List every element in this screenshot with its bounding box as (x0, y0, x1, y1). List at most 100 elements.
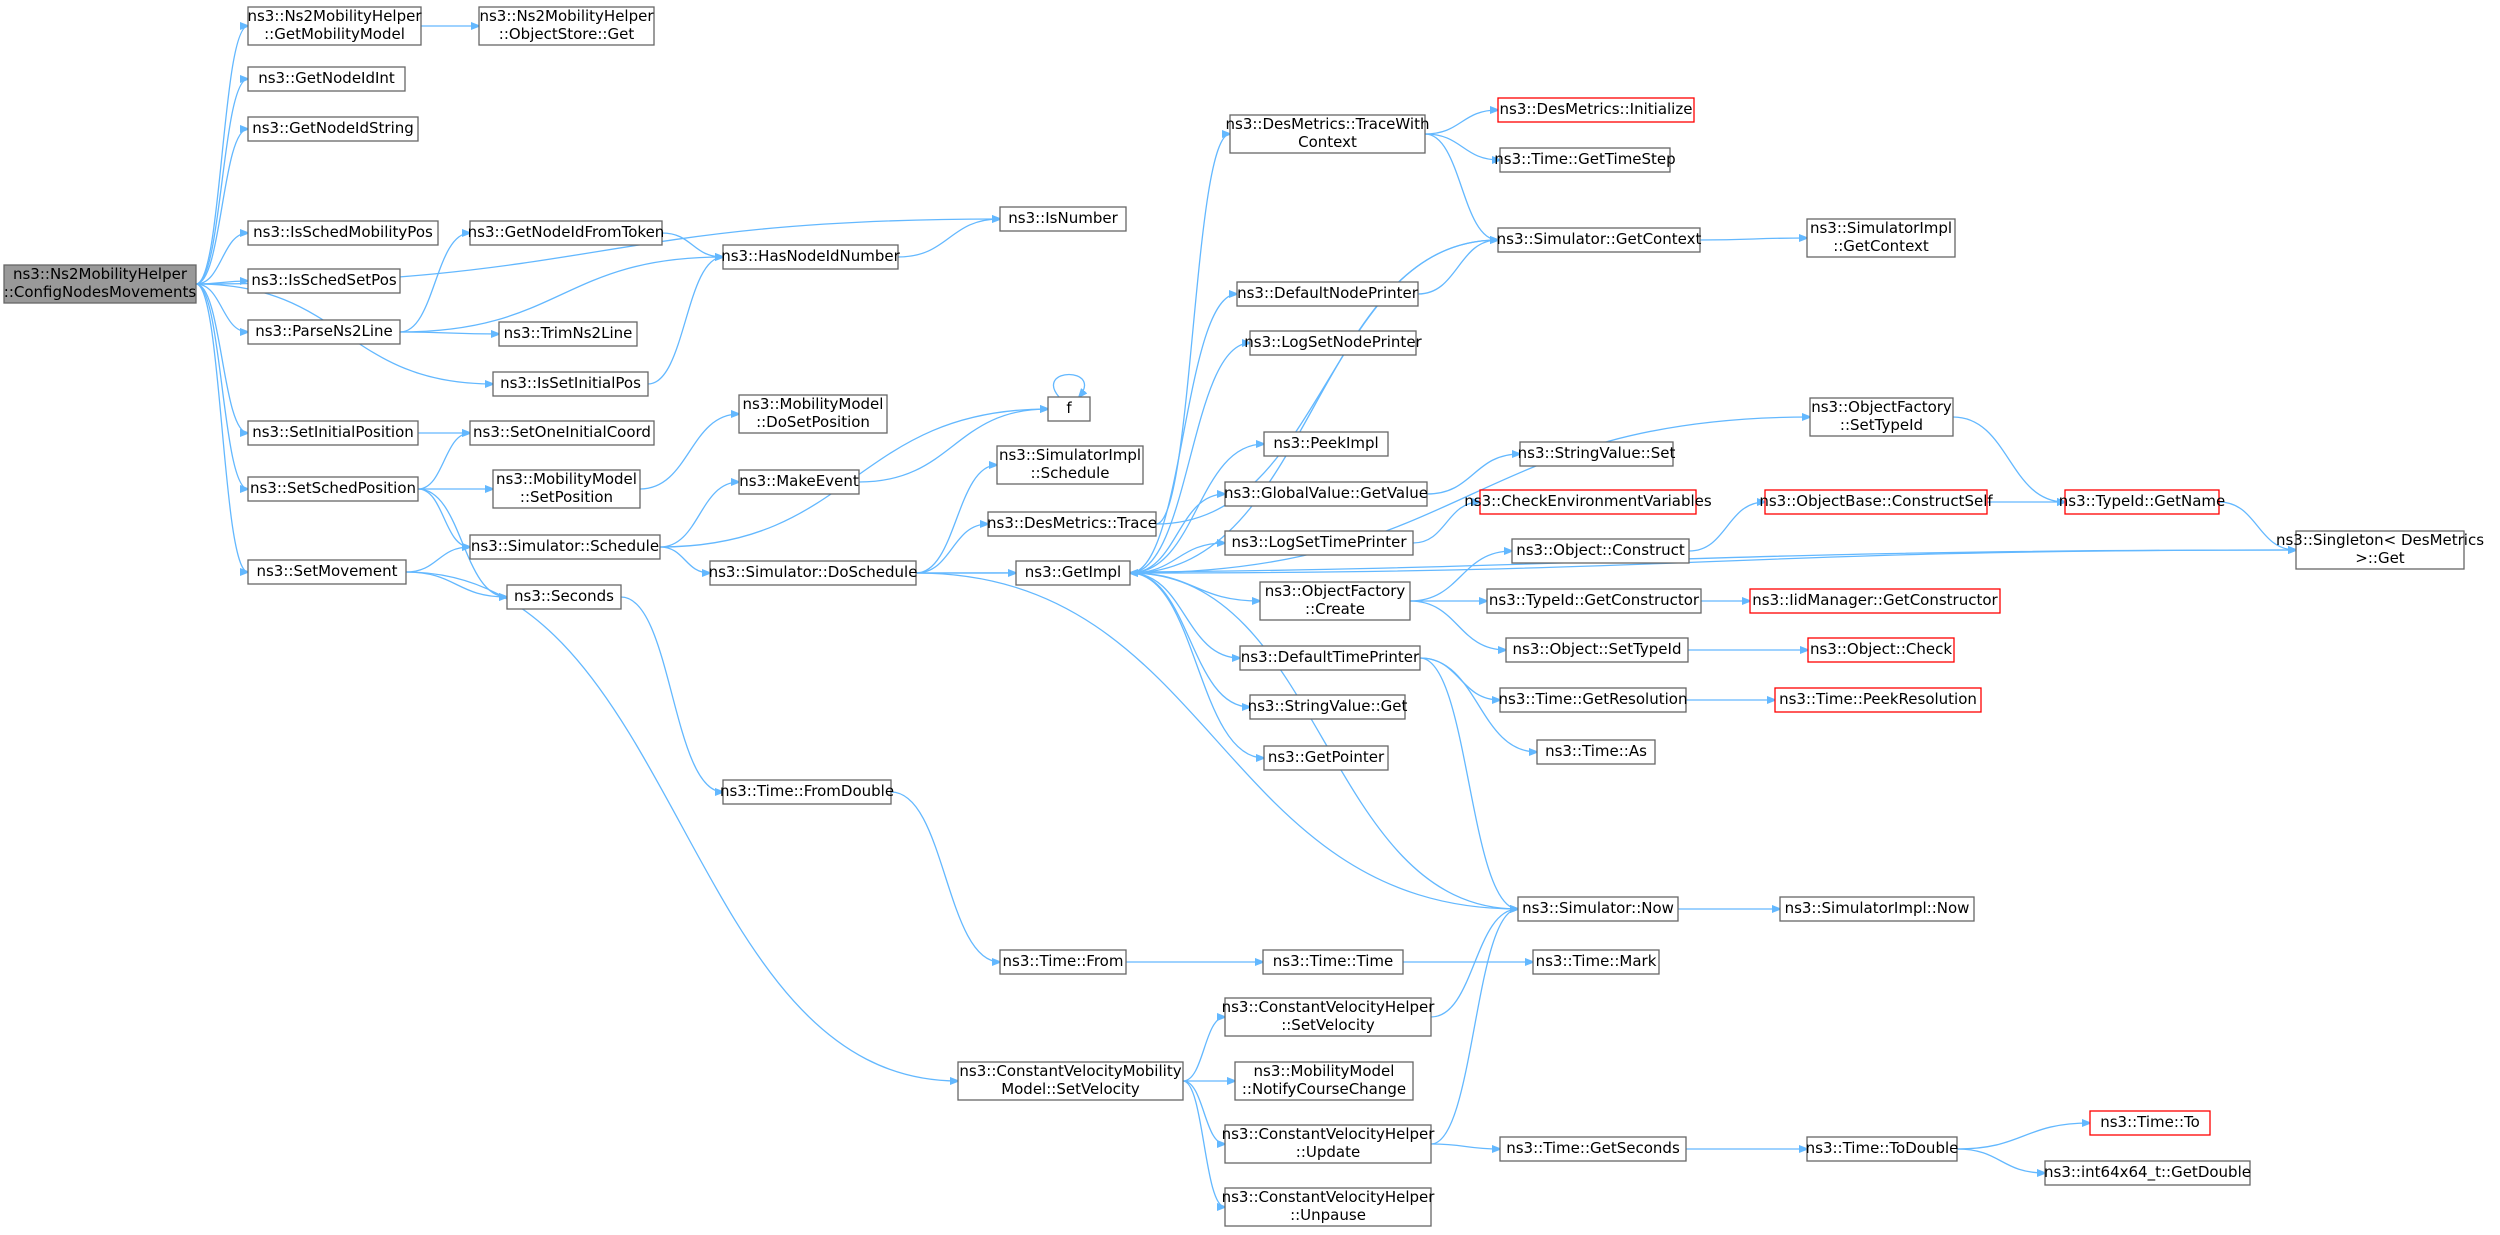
node-label: ns3::Time::PeekResolution (1779, 690, 1977, 708)
node-simImplSchedule[interactable]: ns3::SimulatorImpl::Schedule (996, 445, 1144, 485)
node-setOneInitialCoord[interactable]: ns3::SetOneInitialCoord (469, 420, 655, 446)
node-isSchedSetPos[interactable]: ns3::IsSchedSetPos (247, 268, 401, 294)
node-box (999, 949, 1127, 975)
node-getMobilityModel[interactable]: ns3::Ns2MobilityHelper::GetMobilityModel (247, 6, 422, 46)
node-timePeekResolution[interactable]: ns3::Time::PeekResolution (1774, 687, 1982, 713)
node-trimNs2Line[interactable]: ns3::TrimNs2Line (498, 321, 638, 347)
node-label: ::SetPosition (520, 488, 613, 506)
node-timeMark[interactable]: ns3::Time::Mark (1532, 949, 1660, 975)
node-cvhUnpause[interactable]: ns3::ConstantVelocityHelper::Unpause (1222, 1187, 1436, 1227)
node-timeTo[interactable]: ns3::Time::To (2089, 1110, 2211, 1136)
node-mmNotifyCourseChange[interactable]: ns3::MobilityModel::NotifyCourseChange (1234, 1061, 1414, 1101)
node-f[interactable]: f (1047, 396, 1091, 422)
node-seconds[interactable]: ns3::Seconds (506, 584, 622, 610)
node-logSetNodePrinter[interactable]: ns3::LogSetNodePrinter (1244, 330, 1423, 356)
node-root[interactable]: ns3::Ns2MobilityHelper::ConfigNodesMovem… (3, 264, 197, 304)
node-stringValueSet[interactable]: ns3::StringValue::Set (1518, 441, 1676, 467)
node-defaultTimePrinter[interactable]: ns3::DefaultTimePrinter (1239, 645, 1421, 671)
node-desInitialize[interactable]: ns3::DesMetrics::Initialize (1497, 97, 1695, 123)
node-isSetInitialPos[interactable]: ns3::IsSetInitialPos (492, 371, 649, 397)
node-desMetricsTrace[interactable]: ns3::DesMetrics::Trace (987, 511, 1157, 537)
node-timeAs[interactable]: ns3::Time::As (1536, 739, 1656, 765)
node-setInitialPosition[interactable]: ns3::SetInitialPosition (247, 420, 419, 446)
node-logSetTimePrinter[interactable]: ns3::LogSetTimePrinter (1224, 530, 1414, 556)
node-getPointer[interactable]: ns3::GetPointer (1263, 745, 1389, 771)
node-timeGetResolution[interactable]: ns3::Time::GetResolution (1499, 687, 1688, 713)
node-iidManagerGetConstructor[interactable]: ns3::IidManager::GetConstructor (1749, 588, 2001, 614)
node-timeToDouble[interactable]: ns3::Time::ToDouble (1806, 1136, 1959, 1162)
node-box (2089, 1110, 2211, 1136)
node-setSchedPosition[interactable]: ns3::SetSchedPosition (247, 476, 419, 502)
node-isSchedMobilityPos[interactable]: ns3::IsSchedMobilityPos (247, 220, 439, 246)
node-label: ns3::Time::Time (1273, 952, 1394, 970)
node-box (478, 6, 655, 46)
node-simImplNow[interactable]: ns3::SimulatorImpl::Now (1779, 896, 1975, 922)
node-peekImpl[interactable]: ns3::PeekImpl (1263, 431, 1389, 457)
edge-simNow-to-getImpl (1130, 573, 1519, 910)
node-cvhUpdate[interactable]: ns3::ConstantVelocityHelper::Update (1222, 1124, 1436, 1164)
node-objConstruct[interactable]: ns3::Object::Construct (1511, 538, 1690, 564)
node-simGetContext[interactable]: ns3::Simulator::GetContext (1497, 227, 1702, 253)
node-mmSetPosition[interactable]: ns3::MobilityModel::SetPosition (492, 469, 641, 509)
node-label: ::Create (1305, 600, 1365, 618)
node-simDoSchedule[interactable]: ns3::Simulator::DoSchedule (709, 560, 918, 586)
node-cvhSetVelocity[interactable]: ns3::ConstantVelocityHelper::SetVelocity (1222, 997, 1436, 1037)
node-getImpl[interactable]: ns3::GetImpl (1015, 560, 1131, 586)
node-hasNodeIdNumber[interactable]: ns3::HasNodeIdNumber (721, 244, 901, 270)
node-label: ns3::IsNumber (1008, 209, 1118, 227)
node-timeFrom[interactable]: ns3::Time::From (999, 949, 1127, 975)
node-box (247, 66, 406, 92)
node-globalValueGetValue[interactable]: ns3::GlobalValue::GetValue (1224, 481, 1428, 507)
node-defaultNodePrinter[interactable]: ns3::DefaultNodePrinter (1236, 281, 1419, 307)
node-objBaseConstructSelf[interactable]: ns3::ObjectBase::ConstructSelf (1759, 489, 1993, 515)
node-simImplGetContext[interactable]: ns3::SimulatorImpl::GetContext (1806, 218, 1956, 258)
node-objectStoreGet[interactable]: ns3::Ns2MobilityHelper::ObjectStore::Get (478, 6, 655, 46)
node-box (492, 469, 641, 509)
node-box (738, 394, 888, 434)
node-label: ns3::Seconds (514, 587, 614, 605)
node-box (1259, 581, 1411, 621)
node-getNodeIdFromToken[interactable]: ns3::GetNodeIdFromToken (468, 220, 665, 246)
node-label: ns3::TypeId::GetName (2059, 492, 2225, 510)
node-box (1229, 114, 1426, 154)
node-singletonGet[interactable]: ns3::Singleton< DesMetrics>::Get (2276, 530, 2484, 570)
node-label: ns3::Time::From (1003, 952, 1124, 970)
node-parseNs2Line[interactable]: ns3::ParseNs2Line (247, 319, 401, 345)
node-box (987, 511, 1157, 537)
node-timeFromDouble[interactable]: ns3::Time::FromDouble (720, 779, 894, 805)
edge-cvhUpdate-to-simNow (1430, 909, 1518, 1145)
edge-timeToDouble-to-int64GetDouble (1956, 1148, 2045, 1173)
node-isNumber[interactable]: ns3::IsNumber (999, 206, 1127, 232)
node-stringValueGet[interactable]: ns3::StringValue::Get (1248, 694, 1408, 720)
node-simSchedule[interactable]: ns3::Simulator::Schedule (469, 534, 661, 560)
node-mmDoSetPosition[interactable]: ns3::MobilityModel::DoSetPosition (738, 394, 888, 434)
node-makeEvent[interactable]: ns3::MakeEvent (738, 469, 860, 495)
node-timeGetSeconds[interactable]: ns3::Time::GetSeconds (1499, 1136, 1687, 1162)
edge-getImpl-to-stringValueGet (1129, 572, 1250, 707)
node-label: ns3::Simulator::Now (1522, 899, 1674, 917)
node-label: ns3::DefaultNodePrinter (1237, 284, 1419, 302)
node-objSetTypeId[interactable]: ns3::Object::SetTypeId (1505, 637, 1689, 663)
node-label: ns3::MobilityModel (496, 470, 637, 488)
node-label: ns3::DesMetrics::Initialize (1500, 100, 1693, 118)
node-ofSetTypeId[interactable]: ns3::ObjectFactory::SetTypeId (1809, 397, 1954, 437)
node-checkEnvVars[interactable]: ns3::CheckEnvironmentVariables (1464, 489, 1712, 515)
node-label: ::Update (1296, 1143, 1360, 1161)
node-simNow[interactable]: ns3::Simulator::Now (1517, 896, 1679, 922)
edge-root-to-setInitialPosition (195, 283, 248, 433)
node-cvmSetVelocity[interactable]: ns3::ConstantVelocityMobilityModel::SetV… (957, 1061, 1184, 1101)
edge-cvhSetVelocity-to-simNow (1430, 909, 1518, 1018)
node-timeTime[interactable]: ns3::Time::Time (1262, 949, 1404, 975)
node-setMovement[interactable]: ns3::SetMovement (247, 559, 407, 585)
node-typeIdGetConstructor[interactable]: ns3::TypeId::GetConstructor (1486, 588, 1702, 614)
node-timeGetTimeStep[interactable]: ns3::Time::GetTimeStep (1494, 147, 1676, 173)
edge-cvmSetVelocity-to-cvhSetVelocity (1182, 1017, 1225, 1082)
node-ofCreate[interactable]: ns3::ObjectFactory::Create (1259, 581, 1411, 621)
node-int64GetDouble[interactable]: ns3::int64x64_t::GetDouble (2044, 1160, 2251, 1186)
edge-desMetricsTrace-to-desTraceWithContext (1155, 134, 1230, 525)
node-objCheck[interactable]: ns3::Object::Check (1807, 637, 1955, 663)
node-typeIdGetName[interactable]: ns3::TypeId::GetName (2059, 489, 2225, 515)
node-getNodeIdInt[interactable]: ns3::GetNodeIdInt (247, 66, 406, 92)
node-getNodeIdString[interactable]: ns3::GetNodeIdString (247, 116, 419, 142)
